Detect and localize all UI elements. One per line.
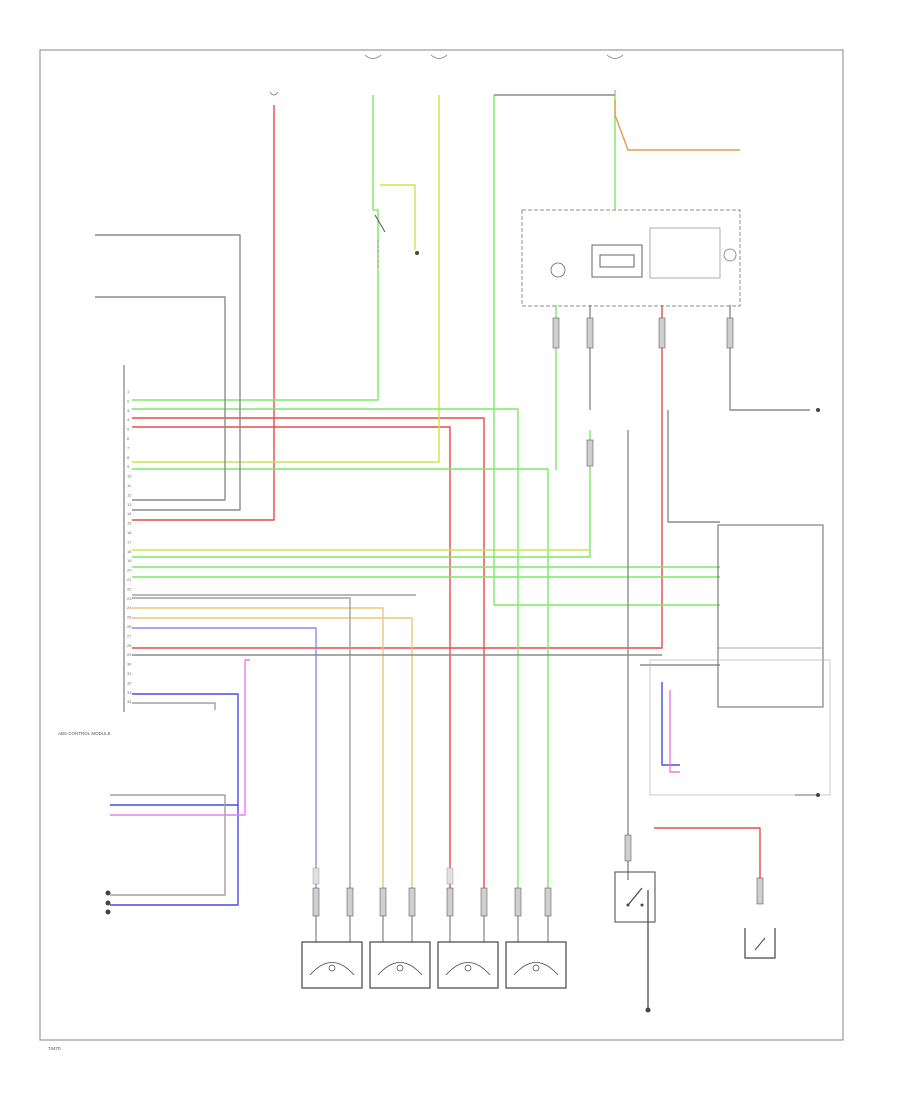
wire-gray-ground-a: [132, 597, 351, 888]
abs-pin-3: 3: [127, 408, 130, 413]
abs-pin-21: 21: [127, 577, 132, 582]
solenoid-block: [591, 244, 643, 278]
abs-pin-1: 1: [127, 389, 130, 394]
wheel-speed-sensor-rf: [437, 916, 499, 989]
relay-block: [649, 227, 721, 279]
wire-blue-lf-sensor: [132, 627, 317, 888]
hydraulic-unit-box: [521, 209, 741, 307]
abs-pin-22: 22: [127, 586, 132, 591]
wheel-speed-sensor-lf: [301, 916, 363, 989]
abs-pin-5: 5: [127, 427, 130, 432]
abs-pin-8: 8: [127, 455, 130, 460]
pump-motor-symbol: [550, 262, 566, 278]
abs-pin-2: 2: [127, 398, 130, 403]
abs-pin-7: 7: [127, 445, 130, 450]
abs-pin-19: 19: [127, 558, 132, 563]
abs-pin-14: 14: [127, 511, 132, 516]
brake-fluid-level-switch: [744, 928, 776, 959]
abs-pin-15: 15: [127, 521, 132, 526]
abs-pin-11: 11: [127, 483, 132, 488]
wire-gray-diag-2: [110, 794, 226, 896]
abs-pin-18: 18: [127, 549, 132, 554]
brake-light-switch: [614, 871, 656, 923]
wire-gray-lamp: [729, 305, 810, 411]
diagram-id: 74470: [48, 1046, 61, 1051]
wire-green-tach: [132, 430, 591, 558]
abs-pin-4: 4: [127, 417, 130, 422]
wire-red-rf-sensor: [132, 417, 485, 888]
abs-pin-28: 28: [127, 643, 132, 648]
wheel-speed-sensor-lr: [369, 916, 431, 989]
abs-pin-10: 10: [127, 474, 132, 479]
fuse-symbols: [269, 54, 624, 96]
wire-gray-diag: [132, 702, 216, 710]
solenoid-inner: [599, 254, 635, 268]
abs-pin-17: 17: [127, 539, 132, 544]
abs-relay-switch: [374, 214, 386, 270]
abs-pin-6: 6: [127, 436, 130, 441]
abs-pin-16: 16: [127, 530, 132, 535]
wheel-speed-sensor-rr: [505, 916, 567, 989]
wire-green-relay: [380, 184, 416, 250]
wire-violet-pump: [669, 690, 680, 773]
wire-green-fuse-a: [132, 95, 379, 401]
abs-pin-27: 27: [127, 633, 132, 638]
wire-orange-ign: [614, 100, 740, 151]
abs-pin-33: 33: [127, 690, 132, 695]
fuse-indicator: [723, 248, 737, 262]
diagram-frame: [39, 49, 844, 1041]
abs-pin-9: 9: [127, 464, 130, 469]
abs-pin-12: 12: [127, 492, 132, 497]
wire-violet-tach: [110, 659, 250, 816]
wire-gray-lamp-2: [667, 410, 720, 523]
wire-tan-lf-sensor: [132, 607, 384, 888]
sensor-connector-stubs: [312, 317, 764, 917]
instrument-cluster-box: [717, 524, 824, 708]
abs-pin-20: 20: [127, 568, 132, 573]
wire-green-relay-out: [493, 95, 720, 606]
wire-blue-pump: [661, 682, 680, 766]
wire-red-rf-sensor-2: [132, 426, 451, 888]
wire-red-pump-motor: [132, 305, 663, 649]
abs-pin-26: 26: [127, 624, 132, 629]
abs-pin-32: 32: [127, 680, 132, 685]
wire-tan-lr-sensor: [132, 617, 413, 888]
abs-pin-25: 25: [127, 615, 132, 620]
cluster-outer-dash: [649, 659, 831, 796]
abs-pin-30: 30: [127, 662, 132, 667]
wire-gray-dlc: [95, 234, 241, 511]
abs-module-label: ABS CONTROL MODULE: [58, 731, 111, 736]
abs-pin-23: 23: [127, 596, 132, 601]
wire-blue-diag: [110, 693, 239, 906]
wire-green-lr-sensor: [132, 408, 519, 888]
wire-red-brake-switch: [654, 827, 761, 880]
abs-pin-34: 34: [127, 699, 132, 704]
abs-connector-pins: 1234567891011121314151617181920212223242…: [127, 389, 132, 704]
wire-gray-dlc-2: [95, 296, 226, 501]
abs-pin-29: 29: [127, 652, 132, 657]
ground-symbols: [105, 251, 820, 1013]
wire-green-rr-sensor: [132, 468, 549, 888]
wire-red-battery-feed: [132, 105, 275, 521]
abs-pin-24: 24: [127, 605, 132, 610]
abs-pin-13: 13: [127, 502, 132, 507]
wire-green-fuse-b: [132, 95, 440, 463]
abs-pin-31: 31: [127, 671, 132, 676]
